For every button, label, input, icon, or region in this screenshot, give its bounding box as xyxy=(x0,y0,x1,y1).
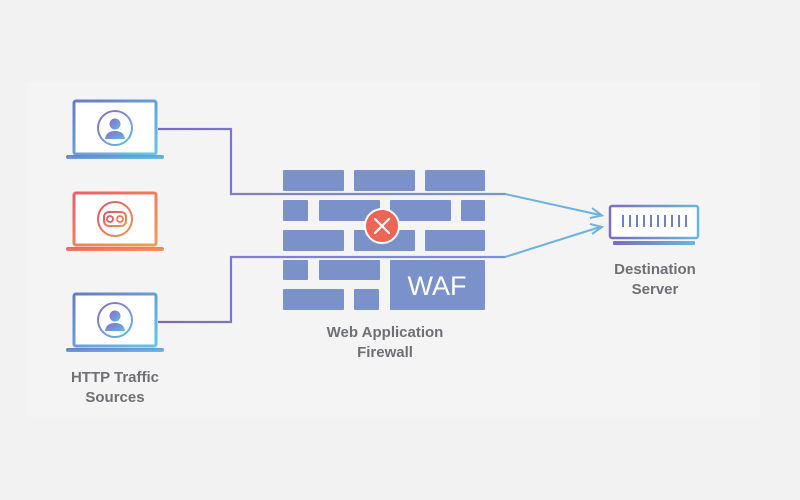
wall-brick xyxy=(283,289,344,310)
wall-brick xyxy=(283,260,308,280)
outbound-line-bottom-right xyxy=(504,226,601,258)
laptop-user-top xyxy=(66,99,164,159)
wall-brick xyxy=(354,289,379,310)
wall-brick xyxy=(319,200,380,221)
wall-brick xyxy=(283,200,308,221)
waf-label-line2: Firewall xyxy=(357,344,413,361)
sources-label: HTTP Traffic Sources xyxy=(40,368,190,408)
server-vents xyxy=(622,215,687,227)
outbound-lines xyxy=(231,193,605,258)
waf-badge-text: WAF xyxy=(408,271,467,301)
waf-label-line1: Web Application xyxy=(326,324,444,341)
sources-label-line1: HTTP Traffic xyxy=(70,369,160,386)
destination-label-line1: Destination xyxy=(614,261,696,278)
close-icon xyxy=(364,208,400,244)
laptop-user-bottom xyxy=(66,292,164,352)
laptop-base xyxy=(66,247,164,251)
sources-label-line2: Sources xyxy=(85,389,145,406)
laptop-base xyxy=(66,155,164,159)
firewall-wall: WAF xyxy=(283,170,485,310)
destination-label: Destination Server xyxy=(590,260,720,300)
arrowhead-bottom xyxy=(589,223,605,235)
server-icon xyxy=(608,204,700,245)
outbound-line-top-right xyxy=(504,193,601,216)
waf-label: Web Application Firewall xyxy=(300,323,470,363)
waf-badge xyxy=(390,260,485,310)
laptop-base xyxy=(66,348,164,352)
user-icon xyxy=(97,110,133,146)
wall-brick xyxy=(319,260,380,280)
user-icon xyxy=(97,302,133,338)
wall-brick xyxy=(425,170,485,191)
laptop-bot-middle xyxy=(66,191,164,251)
wall-brick xyxy=(283,230,344,251)
wall-brick xyxy=(354,170,415,191)
wall-brick xyxy=(390,200,451,221)
bot-icon xyxy=(97,201,133,237)
wall-brick xyxy=(283,170,344,191)
wall-brick xyxy=(425,230,485,251)
wall-brick xyxy=(461,200,485,221)
arrowhead-top xyxy=(589,207,605,219)
destination-label-line2: Server xyxy=(631,281,679,298)
